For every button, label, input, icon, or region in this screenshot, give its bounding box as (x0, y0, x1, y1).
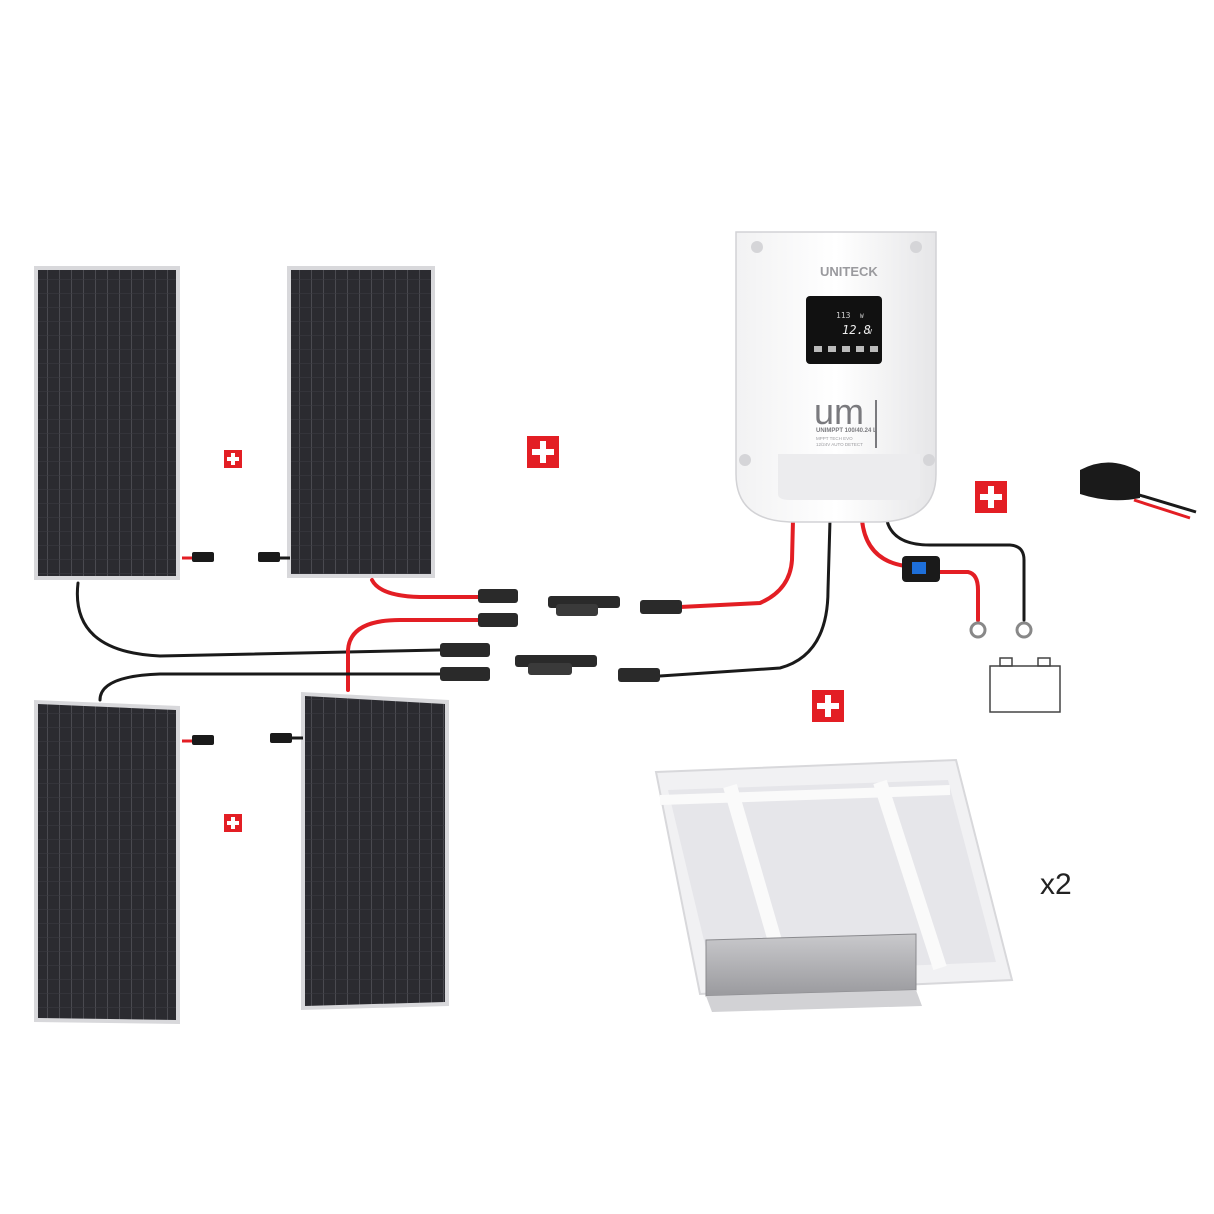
solar-panel-2 (287, 266, 435, 578)
plus-badges (224, 436, 1007, 832)
red-cable-battery (860, 518, 907, 568)
panel-connectors (182, 552, 303, 745)
solar-panel-3 (34, 700, 180, 1024)
ring-terminals (969, 621, 1033, 639)
mc4-connector-icon (192, 552, 214, 562)
controller-subtitle-1: MPPT TECH EVO (816, 436, 853, 441)
controller-subtitle-2: 12/24V AUTO DETECT (816, 442, 863, 447)
inline-fuse-icon (902, 556, 940, 582)
mc4-connector-icon (192, 735, 214, 745)
mc4-connector-icon (478, 613, 518, 627)
mc4-connector-icon (618, 668, 660, 682)
battery-icon (989, 657, 1061, 713)
black-cable-battery (884, 514, 1026, 622)
black-cable-controller (658, 518, 832, 678)
plus-icon (812, 690, 844, 722)
mc4-connector-icon (440, 643, 490, 657)
display-voltage-unit: V (868, 328, 873, 336)
mc4-connector-icon (440, 667, 490, 681)
controller-brand: UNITECK (820, 264, 878, 279)
plus-icon (527, 436, 559, 468)
cable-gland-icon (1080, 462, 1197, 520)
mc4-connector-icon (478, 589, 518, 603)
red-cable-controller (678, 518, 795, 609)
mc4-connectors (440, 589, 682, 682)
display-voltage-value: 12.8 (842, 323, 871, 337)
black-cable-panel1 (75, 581, 442, 658)
plus-icon (224, 814, 242, 832)
display-power-value: 113 (836, 311, 851, 320)
plus-icon (975, 481, 1007, 513)
charge-controller-icon: 113 W 12.8 V UNITECK um UNIMPPT 100/40.2… (735, 231, 937, 523)
mounting-bracket-icon (654, 758, 1014, 1012)
red-cable-panel4 (346, 618, 480, 692)
solar-panel-icon (305, 696, 445, 1006)
mc4-connector-icon (640, 600, 682, 614)
red-cable-panel2 (370, 578, 480, 599)
mc4-connector-icon (258, 552, 280, 562)
controller-model: UNIMPPT 100/40.24 L (816, 428, 877, 434)
black-cable-panel3 (98, 672, 442, 702)
solar-panel-icon (38, 704, 176, 1020)
quantity-label: x2 (1040, 868, 1072, 901)
solar-panel-1 (34, 266, 180, 580)
solar-panel-icon (38, 270, 176, 576)
solar-panel-icon (291, 270, 431, 574)
display-power-unit: W (860, 313, 864, 320)
mc4-y-branch-icon (515, 655, 597, 675)
mc4-connector-icon (270, 733, 292, 743)
plus-icon (224, 450, 242, 468)
mc4-y-branch-icon (548, 596, 620, 616)
controller-logo: um (814, 391, 864, 432)
solar-panel-4 (301, 692, 449, 1010)
cables (75, 514, 1026, 702)
